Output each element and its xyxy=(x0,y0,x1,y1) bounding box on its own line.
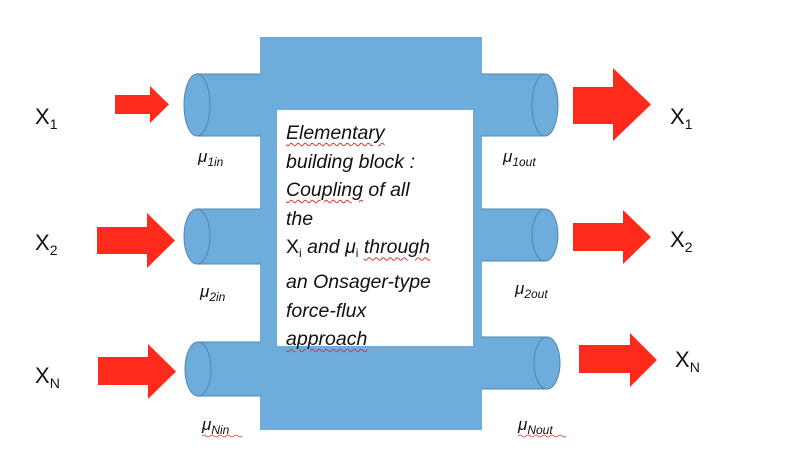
output-potential-label-n: μNout xyxy=(517,415,553,437)
spellcheck-underline xyxy=(201,434,243,438)
description-line-2: building block : xyxy=(286,150,415,173)
output-pipe-2 xyxy=(481,208,559,262)
output-force-label-1: X1 xyxy=(670,104,693,132)
output-pipe-1 xyxy=(481,73,559,137)
input-potential-label-2: μ2in xyxy=(199,282,226,304)
input-arrow-n xyxy=(98,344,176,399)
output-potential-label-1: μ1out xyxy=(502,147,536,169)
input-pipe-n xyxy=(184,341,261,397)
input-force-label-1: X1 xyxy=(35,104,58,132)
input-arrow-2 xyxy=(97,213,175,268)
output-arrow-2 xyxy=(573,210,651,264)
output-arrow-n xyxy=(579,333,657,387)
input-potential-label-n: μNin xyxy=(201,415,230,437)
description-line-5: Xi and μi through xyxy=(286,236,430,261)
input-arrow-1 xyxy=(115,86,169,123)
output-potential-label-2: μ2out xyxy=(514,279,548,301)
description-line-7: force-flux xyxy=(286,299,367,322)
description-line-1: Elementary xyxy=(286,122,385,144)
output-arrow-1 xyxy=(573,68,651,141)
input-pipe-1 xyxy=(183,73,261,137)
input-potential-label-1: μ1in xyxy=(197,147,224,169)
description-line-8: approach xyxy=(286,328,368,351)
output-pipe-n xyxy=(481,336,561,390)
input-pipe-2 xyxy=(183,208,261,265)
description-line-6: an Onsager-type xyxy=(286,270,431,293)
input-force-label-n: XN xyxy=(35,363,60,391)
output-force-label-n: XN xyxy=(675,347,700,375)
input-force-label-2: X2 xyxy=(35,230,58,258)
description-line-4: the xyxy=(286,207,314,230)
center-description-box: Elementary building block : Coupling of … xyxy=(277,110,473,350)
spellcheck-underline xyxy=(517,434,567,438)
description-line-3: Coupling of all xyxy=(286,179,410,202)
output-force-label-2: X2 xyxy=(670,227,693,255)
